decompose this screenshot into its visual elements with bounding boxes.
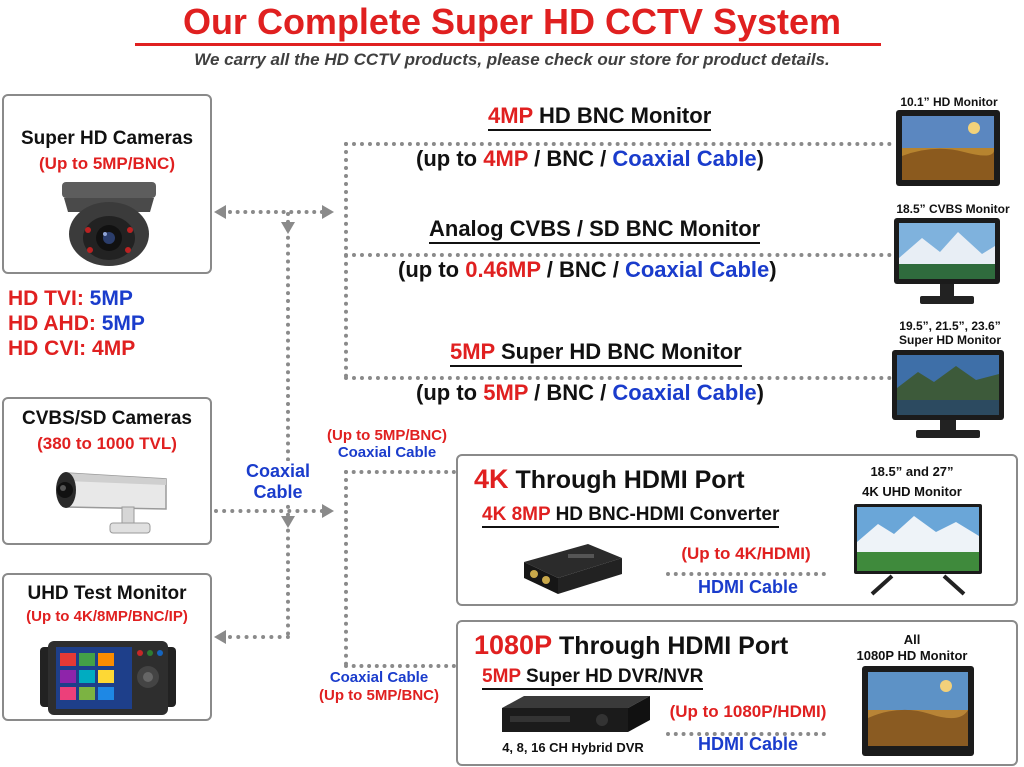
arrow-left-icon <box>214 630 226 644</box>
super-hd-monitor-spec: (up to 5MP / BNC / Coaxial Cable) <box>416 380 764 406</box>
hd-monitor-label: 10.1” HD Monitor <box>900 95 998 109</box>
hdmi-cable-line-1080p <box>666 732 826 736</box>
4k-output-title: 4K Through HDMI Port <box>474 464 745 494</box>
1080p-monitor-image <box>862 666 974 756</box>
1080p-output-box: 1080P Through HDMI Port 5MP Super HD DVR… <box>456 620 1018 766</box>
super-hd-cameras-title: Super HD Cameras <box>20 128 194 149</box>
coax-branch-label-bottom: Coaxial Cable (Up to 5MP/BNC) <box>319 669 439 704</box>
branch-super-hd <box>344 376 892 380</box>
dome-camera-image <box>62 182 156 266</box>
uhd-test-monitor-box: UHD Test Monitor (Up to 4K/8MP/BNC/IP) <box>2 573 212 721</box>
page-title: Our Complete Super HD CCTV System <box>182 1 842 42</box>
4k-monitor-image <box>854 504 982 596</box>
test-monitor-image <box>40 641 176 715</box>
hdmi-converter-image <box>524 544 622 594</box>
connector-super-hd-to-bus <box>228 210 324 214</box>
format-item-tvi: HD TVI: 5MP <box>8 287 133 310</box>
super-hd-cameras-box: Super HD Cameras (Up to 5MP/BNC) <box>2 94 212 274</box>
cvbs-monitor-image <box>894 218 1000 304</box>
branch-analog <box>344 253 892 257</box>
1080p-monitor-label: All 1080P HD Monitor <box>856 632 968 663</box>
uhd-test-monitor-title: UHD Test Monitor <box>27 583 187 604</box>
cvbs-monitor-label: 18.5” CVBS Monitor <box>896 202 1010 216</box>
cvbs-cameras-title: CVBS/SD Cameras <box>21 408 193 429</box>
analog-monitor-title: Analog CVBS / SD BNC Monitor <box>429 216 761 244</box>
arrow-down-icon <box>281 516 295 528</box>
1080p-hdmi-spec: (Up to 1080P/HDMI) <box>650 702 846 722</box>
dvr-caption: 4, 8, 16 CH Hybrid DVR <box>502 740 644 755</box>
connector-bus-to-test-monitor <box>228 635 290 639</box>
super-hd-cameras-spec: (Up to 5MP/BNC) <box>39 154 175 173</box>
page-subtitle: We carry all the HD CCTV products, pleas… <box>194 50 830 69</box>
super-hd-monitor-label: 19.5”, 21.5”, 23.6” Super HD Monitor <box>899 319 1001 347</box>
arrow-right-icon <box>322 504 334 518</box>
4k-hdmi-cable-label: HDMI Cable <box>697 577 798 597</box>
hdmi-cable-line-4k <box>666 572 826 576</box>
hd-monitor-image <box>896 110 1000 186</box>
format-list: HD TVI: 5MP HD AHD: 5MP HD CVI: 4MP <box>8 286 145 361</box>
title-underline <box>135 43 881 46</box>
format-item-cvi: HD CVI: 4MP <box>8 337 136 360</box>
1080p-output-title: 1080P Through HDMI Port <box>474 630 789 660</box>
4k-output-box: 4K Through HDMI Port 4K 8MP HD BNC-HDMI … <box>456 454 1018 606</box>
branch-4k <box>344 470 456 474</box>
4k-monitor-label: 18.5” and 27” 4K UHD Monitor <box>862 464 962 499</box>
dvr-title: 5MP Super HD DVR/NVR <box>482 666 704 690</box>
4k-hdmi-spec: (Up to 4K/HDMI) <box>654 544 838 564</box>
dvr-image <box>502 696 650 732</box>
branch-hd-bnc <box>344 142 892 146</box>
hd-bnc-monitor-title: 4MP HD BNC Monitor <box>488 103 712 131</box>
uhd-test-monitor-spec: (Up to 4K/8MP/BNC/IP) <box>26 608 188 625</box>
analog-monitor-spec: (up to 0.46MP / BNC / Coaxial Cable) <box>398 257 777 283</box>
arrow-down-icon <box>281 222 295 234</box>
arrow-right-icon <box>322 205 334 219</box>
branch-1080p <box>344 664 456 668</box>
4k-converter-title: 4K 8MP HD BNC-HDMI Converter <box>482 504 780 528</box>
connector-cvbs-to-bus <box>214 509 324 513</box>
cvbs-cameras-spec: (380 to 1000 TVL) <box>37 434 177 453</box>
cvbs-cameras-box: CVBS/SD Cameras (380 to 1000 TVL) <box>2 397 212 545</box>
format-item-ahd: HD AHD: 5MP <box>8 312 145 335</box>
bullet-camera-image <box>56 472 167 534</box>
lower-right-bus-line <box>344 470 348 666</box>
coaxial-cable-label: Coaxial Cable <box>232 461 324 503</box>
upper-right-bus-line <box>344 142 348 378</box>
1080p-hdmi-cable-label: HDMI Cable <box>697 734 798 754</box>
vertical-bus-line <box>286 212 290 636</box>
super-hd-monitor-title: 5MP Super HD BNC Monitor <box>450 339 742 367</box>
hd-bnc-monitor-spec: (up to 4MP / BNC / Coaxial Cable) <box>416 146 764 172</box>
coax-branch-label-top: (Up to 5MP/BNC) Coaxial Cable <box>327 427 447 461</box>
super-hd-monitor-image <box>892 350 1004 438</box>
arrow-left-icon <box>214 205 226 219</box>
